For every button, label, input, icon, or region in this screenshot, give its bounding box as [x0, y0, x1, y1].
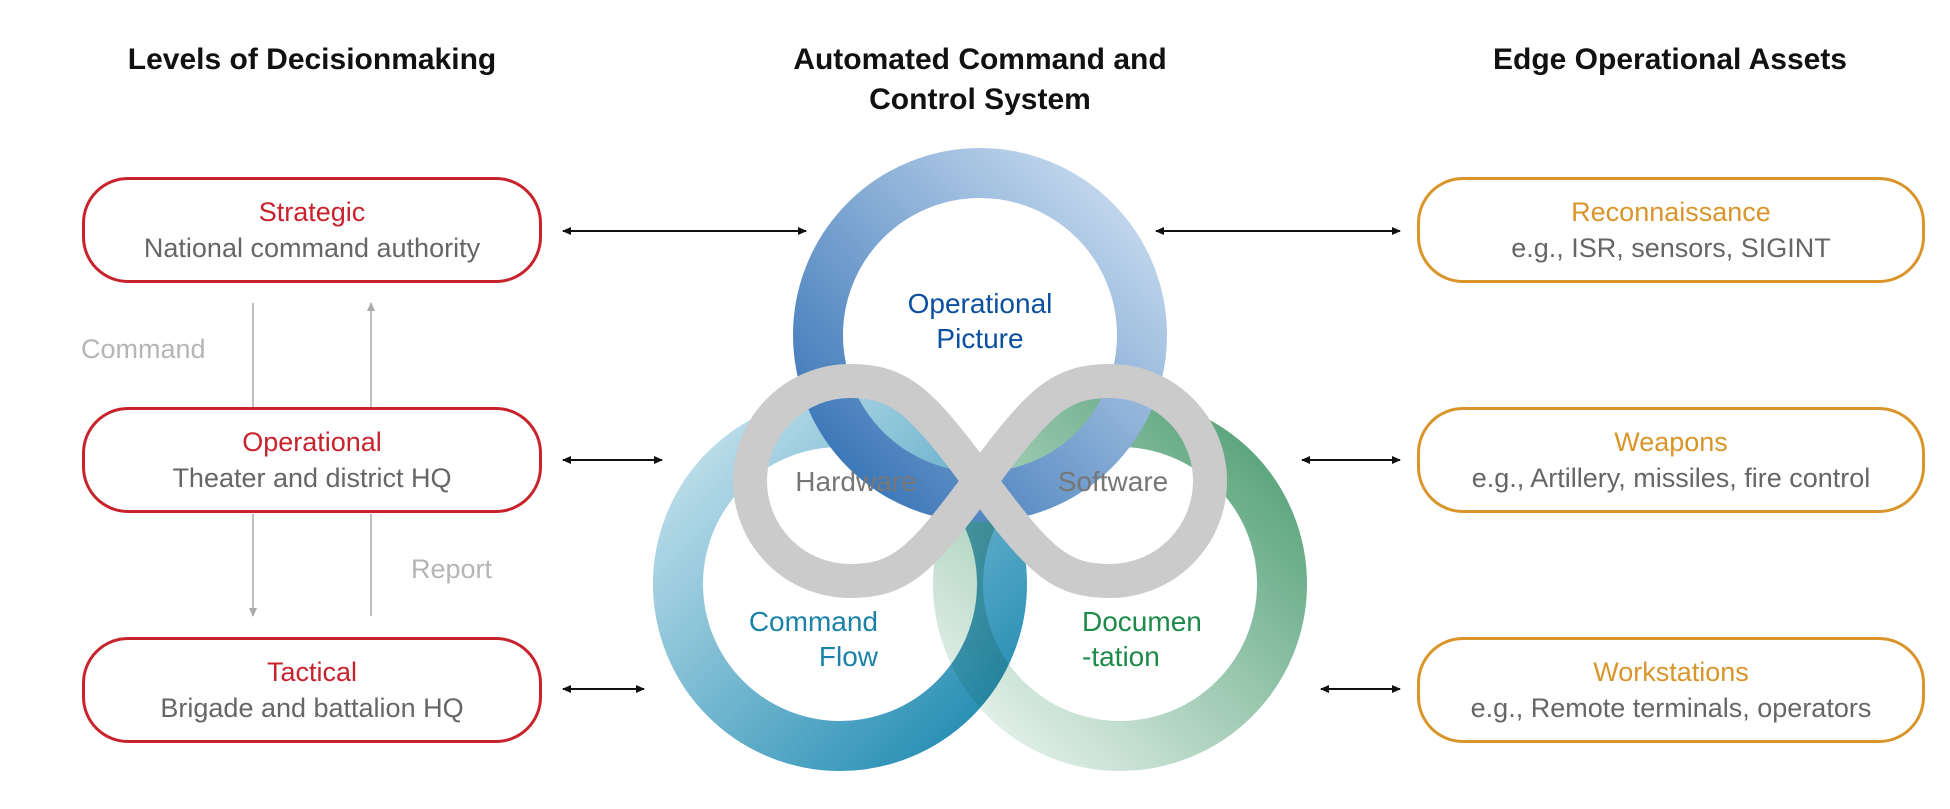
asset-reconnaissance: Reconnaissance e.g., ISR, sensors, SIGIN… — [1417, 177, 1925, 283]
label-operational-picture-1: Operational — [908, 288, 1053, 319]
level-subtitle: National command authority — [143, 233, 481, 263]
report-flow-label: Report — [411, 554, 493, 584]
level-title: Operational — [242, 427, 382, 457]
asset-subtitle: e.g., ISR, sensors, SIGINT — [1511, 233, 1831, 263]
heading-system-line2: Control System — [869, 83, 1091, 116]
label-hardware: Hardware — [795, 466, 916, 497]
command-flow-label: Command — [81, 334, 206, 364]
label-software: Software — [1058, 466, 1169, 497]
level-subtitle: Theater and district HQ — [172, 463, 452, 493]
heading-levels: Levels of Decisionmaking — [127, 43, 497, 76]
asset-subtitle: e.g., Artillery, missiles, fire control — [1471, 463, 1871, 493]
asset-workstations: Workstations e.g., Remote terminals, ope… — [1417, 637, 1925, 743]
label-command-flow-1: Command — [749, 606, 878, 637]
label-documentation-2: -tation — [1082, 641, 1160, 672]
asset-weapons: Weapons e.g., Artillery, missiles, fire … — [1417, 407, 1925, 513]
infinity-loop — [733, 364, 1227, 598]
asset-title: Workstations — [1593, 657, 1749, 687]
heading-system: Automated Command and Control System — [730, 40, 1230, 120]
label-documentation-1: Documen — [1082, 606, 1202, 637]
asset-title: Weapons — [1614, 427, 1728, 457]
heading-assets: Edge Operational Assets — [1493, 43, 1847, 76]
level-title: Tactical — [266, 657, 358, 687]
heading-system-line1: Automated Command and — [793, 43, 1167, 76]
level-strategic: Strategic National command authority — [82, 177, 542, 283]
level-operational: Operational Theater and district HQ — [82, 407, 542, 513]
level-subtitle: Brigade and battalion HQ — [160, 693, 464, 723]
level-tactical: Tactical Brigade and battalion HQ — [82, 637, 542, 743]
asset-subtitle: e.g., Remote terminals, operators — [1470, 693, 1872, 723]
level-title: Strategic — [258, 197, 366, 227]
label-command-flow-2: Flow — [819, 641, 879, 672]
asset-title: Reconnaissance — [1571, 197, 1771, 227]
label-operational-picture-2: Picture — [936, 323, 1023, 354]
